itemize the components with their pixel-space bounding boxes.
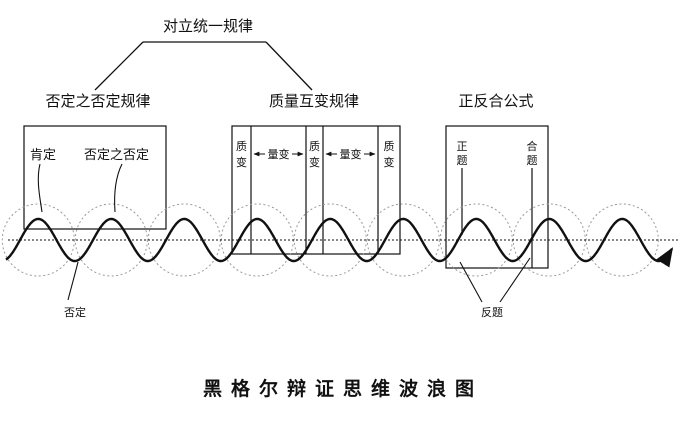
affirmation-label: 肯定: [30, 148, 56, 163]
figure-caption: 黑格尔辩证思维波浪图: [203, 377, 483, 400]
negation-of-negation-label: 否定之否定: [84, 148, 149, 163]
quality-dividers: [250, 126, 379, 254]
antithesis-pointer-1: [459, 261, 483, 303]
thesis-char-1: 正: [457, 140, 468, 153]
quantity-change-label-1: 量变: [268, 147, 290, 161]
section-boxes: [23, 125, 549, 269]
qual-change-char-1: 质: [236, 140, 247, 153]
formula-dividers: [461, 168, 533, 268]
thesis-char-2: 题: [457, 154, 468, 167]
negation-of-negation-law-label: 否定之否定规律: [45, 92, 150, 110]
dotted-circle-5: [293, 203, 367, 277]
top-bracket: [94, 41, 313, 91]
qual-change-char-6: 变: [384, 155, 395, 169]
negation-pointer: [67, 261, 79, 301]
qual-change-char-4: 变: [309, 155, 320, 169]
antithesis-label: 反题: [481, 306, 503, 319]
quality-change-2: 质 变: [309, 140, 320, 169]
antithesis-pointer-2: [499, 257, 531, 303]
negation-section-box: [23, 125, 167, 230]
synthesis-char-1: 合: [527, 139, 538, 153]
quality-quantity-law-label: 质量互变规律: [269, 92, 359, 110]
dialectic-wave: [5, 217, 674, 268]
dotted-circle-9: [585, 203, 659, 277]
affirmation-pointer: [37, 163, 43, 213]
dotted-circle-2: [74, 203, 148, 277]
quality-change-1: 质 变: [236, 140, 247, 169]
thesis-antithesis-synthesis-label: 正反合公式: [458, 92, 533, 110]
dotted-circle-1: [1, 203, 75, 277]
qual-change-char-2: 变: [236, 155, 247, 169]
dotted-circle-6: [366, 203, 440, 277]
unity-of-opposites-label: 对立统一规律: [163, 17, 253, 35]
quality-section-box: [231, 125, 401, 255]
qual-change-char-3: 质: [309, 140, 320, 153]
quantity-change-label-2: 量变: [340, 147, 362, 161]
synthesis-char-2: 题: [527, 154, 538, 167]
negation-of-negation-pointer: [113, 163, 123, 213]
qual-change-char-5: 质: [384, 140, 395, 153]
formula-section-box: [445, 125, 549, 269]
negation-label: 否定: [64, 305, 86, 319]
quality-change-3: 质 变: [384, 140, 395, 169]
